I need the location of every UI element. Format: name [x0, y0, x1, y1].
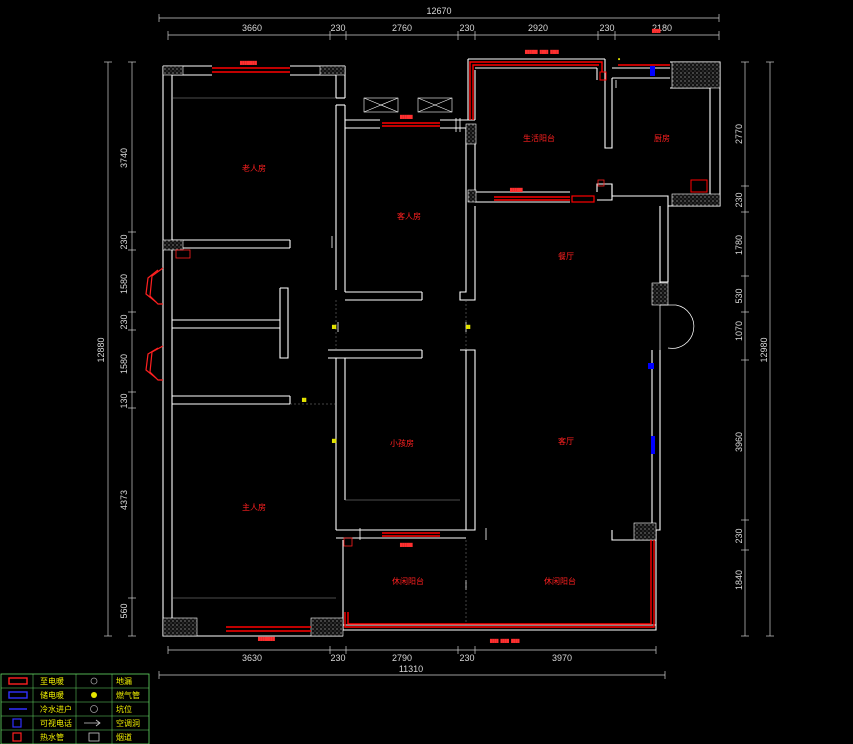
- dim-right-total: 12980: [759, 337, 769, 362]
- legend-drain-icon: [90, 677, 98, 685]
- svg-text:████████: ████████: [257, 636, 276, 641]
- room-label-dining-balcony: 生活阳台: [523, 133, 555, 143]
- dim-bottom-seg: 230: [330, 653, 345, 663]
- dim-top-seg: 230: [599, 23, 614, 33]
- room-label-kids: 小孩房: [390, 438, 414, 448]
- svg-text:██: ██: [331, 324, 337, 329]
- svg-text:████████: ████████: [239, 60, 258, 65]
- radiator-unit: [599, 71, 607, 81]
- legend-label: 坑位: [116, 704, 132, 714]
- dim-left-seg: 4373: [119, 490, 129, 510]
- dim-left-total: 12880: [96, 337, 106, 362]
- svg-text:████ ████ ████: ████ ████ ████: [489, 638, 520, 643]
- dim-top-seg: 3660: [242, 23, 262, 33]
- legend-red-heating-icon: [8, 677, 28, 685]
- legend-label: 热水管: [40, 732, 64, 742]
- radiator-unit: [690, 179, 708, 193]
- legend-label: 可视电话: [40, 718, 72, 728]
- legend-flue-icon: [88, 732, 100, 742]
- room-label-guest: 客人房: [397, 211, 421, 221]
- legend-gas-icon: [91, 692, 97, 698]
- dim-left-seg: 3740: [119, 148, 129, 168]
- dim-left-seg: 560: [119, 603, 129, 618]
- dim-right-seg: 230: [734, 192, 744, 207]
- dim-top-seg: 230: [330, 23, 345, 33]
- dim-bottom-seg: 3970: [552, 653, 572, 663]
- svg-text:██████ ████ ████: ██████ ████ ████: [524, 49, 560, 54]
- room-label-kitchen: 厨房: [654, 133, 670, 143]
- dim-right-seg: 1840: [734, 570, 744, 590]
- dim-bottom-seg: 230: [459, 653, 474, 663]
- dim-top-seg: 2920: [528, 23, 548, 33]
- room-label-balcony-right: 休闲阳台: [544, 576, 576, 586]
- radiator-unit: [571, 195, 595, 203]
- svg-text:██████: ██████: [399, 114, 414, 119]
- walls: [162, 58, 721, 637]
- dim-top-total: 12670: [426, 6, 451, 16]
- dim-top-seg: 2760: [392, 23, 412, 33]
- dim-right-seg: 530: [734, 288, 744, 303]
- blue-fixtures: [648, 66, 655, 454]
- dim-top-seg: 2180: [652, 23, 672, 33]
- legend: 至电暖 储电暖 冷水进户 可视电话 热水管 地漏 燃气管 坑位 空调洞 烟道: [0, 673, 150, 744]
- svg-text:██████: ██████: [509, 187, 524, 192]
- dim-right-seg: 1780: [734, 235, 744, 255]
- dimension-lines: [104, 14, 774, 679]
- dim-right-seg: 1070: [734, 321, 744, 341]
- legend-panel-icon: [12, 718, 22, 728]
- legend-ac-hole-icon: [84, 719, 101, 727]
- bay-windows: [145, 267, 164, 381]
- legend-label: 冷水进户: [40, 704, 72, 714]
- fixture-icon: [343, 537, 353, 547]
- svg-text:██: ██: [301, 397, 307, 402]
- legend-label: 烟道: [116, 732, 132, 742]
- svg-text:████: ████: [651, 28, 661, 33]
- window-units: [363, 97, 453, 113]
- legend-label: 至电暖: [40, 676, 64, 686]
- dim-top-seg: 230: [459, 23, 474, 33]
- entry-door: [659, 304, 695, 350]
- dim-right-seg: 2770: [734, 124, 744, 144]
- partition-lines: [290, 300, 467, 625]
- dim-left-seg: 130: [119, 393, 129, 408]
- fixture-icon: [597, 179, 605, 187]
- legend-water-pipe-icon: [12, 732, 22, 742]
- dim-left-seg: 1580: [119, 354, 129, 374]
- dim-left-seg: 230: [119, 314, 129, 329]
- legend-label: 燃气管: [116, 690, 140, 700]
- legend-point-icon: [90, 705, 98, 713]
- svg-text:██: ██: [465, 324, 471, 329]
- dim-right-seg: 3960: [734, 432, 744, 452]
- svg-text:●: ●: [618, 57, 621, 61]
- dim-left-seg: 230: [119, 234, 129, 249]
- dim-bottom-seg: 3630: [242, 653, 262, 663]
- room-label-balcony-left: 休闲阳台: [392, 576, 424, 586]
- svg-text:██████: ██████: [399, 542, 414, 547]
- legend-blue-heating-icon: [8, 691, 28, 699]
- tiny-annotations: ████████ ██████ ██████ ██████ ████████ █…: [239, 28, 661, 643]
- room-label-living: 客厅: [558, 436, 574, 446]
- svg-text:██: ██: [331, 438, 337, 443]
- legend-label: 空调洞: [116, 718, 140, 728]
- room-label-master: 主人房: [242, 502, 266, 512]
- dim-bottom-seg: 2790: [392, 653, 412, 663]
- legend-label: 储电暖: [40, 690, 64, 700]
- door-markers: [331, 80, 617, 590]
- dim-right-seg: 230: [734, 528, 744, 543]
- room-label-elder: 老人房: [242, 163, 266, 173]
- structural-columns: [162, 61, 721, 637]
- legend-label: 地漏: [116, 676, 132, 686]
- red-heating-lines: [212, 61, 670, 632]
- fixture-icon: [175, 249, 191, 259]
- dim-left-seg: 1580: [119, 274, 129, 294]
- room-label-dining-hall: 餐厅: [558, 252, 574, 261]
- dim-bottom-total: 11310: [399, 664, 423, 674]
